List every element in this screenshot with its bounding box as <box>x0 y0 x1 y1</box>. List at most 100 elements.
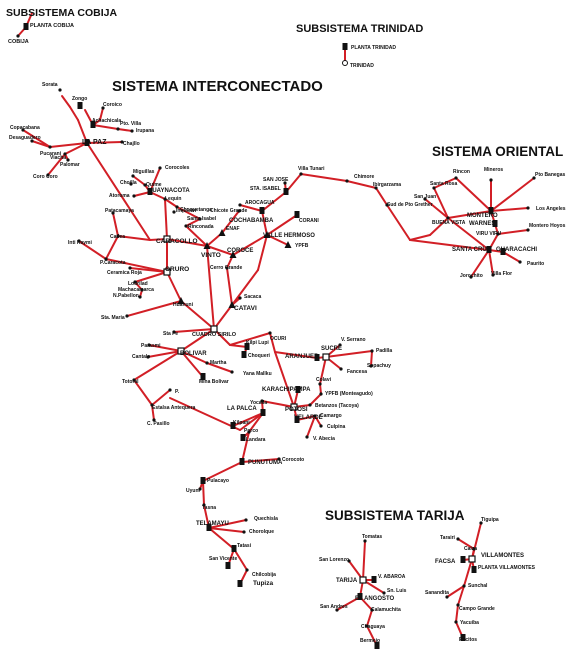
transmission-line-36 <box>206 245 234 256</box>
place-label-telamayu: TELAMAYU <box>196 521 229 527</box>
transmission-line-72 <box>147 350 182 358</box>
transmission-line-119 <box>239 412 264 431</box>
place-label-el-angosto: EL ANGOSTO <box>355 596 395 602</box>
station-symbol-v-abecia <box>305 435 309 439</box>
place-label-irupana: Irupana <box>136 128 154 134</box>
transmission-line-136 <box>409 239 490 251</box>
station-symbol-valle-hermoso <box>263 231 271 238</box>
place-label-san-lorenzo: San Lorenzo <box>319 557 349 563</box>
station-symbol-facsa <box>460 556 466 563</box>
station-symbol-sorata <box>58 88 62 92</box>
place-label-ocuri: OCURI <box>270 336 287 342</box>
station-symbol-san-luis <box>382 591 386 595</box>
place-label-chimore: Chimore <box>354 174 375 180</box>
station-symbol-yana-mallku <box>230 370 234 374</box>
place-label-pucarani: Pucarani <box>40 151 62 157</box>
station-symbol-tasna <box>202 503 206 507</box>
station-symbol-v-serrano <box>338 343 342 347</box>
place-label-sopachuy: Sopachuy <box>367 363 391 369</box>
station-symbol-planta-cobija <box>23 23 29 30</box>
station-symbol-tupiza <box>237 580 243 587</box>
transmission-line-142 <box>336 596 361 611</box>
transmission-line-66 <box>266 214 298 236</box>
station-symbol-achachicala <box>90 121 96 128</box>
transmission-line-17 <box>47 153 66 176</box>
transmission-line-79 <box>151 389 171 406</box>
place-label-mina-bolivar: Mina Bolivar <box>199 379 229 385</box>
place-label-v-abecia: V. Abecia <box>313 436 335 442</box>
station-symbol-coroce <box>229 251 237 258</box>
place-label-c-pasillo: C. Pasillo <box>147 421 170 427</box>
place-label-porco: Porco <box>244 428 258 434</box>
station-symbol-lequin <box>163 197 167 201</box>
place-label-cadea: Cadea <box>110 234 125 240</box>
transmission-line-93 <box>319 383 322 395</box>
place-label-sta-maria: Sta. Maria <box>101 315 125 321</box>
place-label-pto-villa: Pto. Villa <box>120 121 141 127</box>
transmission-line-104 <box>248 412 264 433</box>
transmission-line-67 <box>266 234 289 246</box>
transmission-line-14 <box>31 140 51 148</box>
station-symbol-san-vicente <box>225 562 231 569</box>
place-label-villa-tunari: Villa Tunari <box>298 166 325 172</box>
station-symbol-enaf <box>218 229 226 236</box>
station-symbol-patacamaya <box>111 211 115 215</box>
place-label-yana-mallku: Yana Mallku <box>243 371 272 377</box>
station-symbol-los-angeles <box>526 206 530 210</box>
station-symbol-catavi <box>228 301 236 308</box>
transmission-line-86 <box>274 351 318 359</box>
place-label-chicote-grande: Chicote Grande <box>210 208 247 214</box>
place-label-choquetanga: Choquetanga <box>180 207 212 213</box>
transmission-line-49 <box>213 304 233 330</box>
place-label-chorolque: Chorolque <box>249 529 274 535</box>
transmission-line-27 <box>185 218 201 227</box>
transmission-line-56 <box>261 191 287 212</box>
place-label-tasna: Tasna <box>202 505 216 511</box>
station-symbol-san-jose <box>283 181 287 185</box>
transmission-line-33 <box>166 238 208 247</box>
transmission-line-24 <box>164 198 178 208</box>
transmission-line-89 <box>325 350 373 358</box>
place-label-valle-hermoso: VALLE HERMOSO <box>263 233 315 239</box>
place-label-sorata: Sorata <box>42 82 58 88</box>
station-symbol-planta-villamontes <box>471 566 477 573</box>
transmission-line-107 <box>241 458 280 463</box>
station-symbol-suncho <box>462 584 466 588</box>
station-symbol-san-andres <box>335 608 339 612</box>
heading-subsistema-tarija: SUBSISTEMA TARIJA <box>325 508 465 523</box>
transmission-lines <box>17 12 535 647</box>
transmission-line-51 <box>226 267 233 306</box>
transmission-line-100 <box>296 415 316 421</box>
transmission-line-77 <box>133 379 153 406</box>
place-label-huanuni: Huanuni <box>173 302 194 308</box>
transmission-line-90 <box>370 350 373 367</box>
place-label-kilpi: Kilpi Lupi <box>246 340 269 346</box>
transmission-line-64 <box>429 217 449 236</box>
transmission-line-42 <box>134 281 143 291</box>
station-symbol-san-juan <box>423 197 427 201</box>
heading-sistema-oriental: SISTEMA ORIENTAL <box>432 144 563 159</box>
station-symbol-quechisla <box>244 518 248 522</box>
transmission-line-25 <box>164 198 168 240</box>
transmission-line-126 <box>490 207 529 212</box>
station-symbol-choquetanga <box>175 205 179 209</box>
place-label-buena-vista: BUENA VISTA <box>432 220 466 226</box>
station-symbol-cadea <box>116 234 120 238</box>
station-symbol-campo-grande <box>456 603 460 607</box>
transmission-line-129 <box>497 229 529 235</box>
transmission-line-118 <box>169 397 241 431</box>
heading-subsistema-cobija: SUBSISTEMA COBIJA <box>6 7 117 19</box>
place-label-campo-grande: Campo Grande <box>459 606 495 612</box>
transmission-line-110 <box>202 480 205 506</box>
station-symbol-sta-maria <box>125 314 129 318</box>
station-symbol-inquisivi <box>172 210 176 214</box>
station-symbol-porco <box>247 430 251 434</box>
station-symbol-viru-viru <box>496 232 500 236</box>
station-symbol-punutuma <box>239 458 245 465</box>
place-label-bolivar: BOLIVAR <box>180 351 207 357</box>
transmission-line-9 <box>92 124 119 130</box>
place-label-arocagua: AROCAGUA <box>245 200 275 206</box>
place-label-cuadro-sirilo: CUADRO SIRILO <box>192 332 237 338</box>
